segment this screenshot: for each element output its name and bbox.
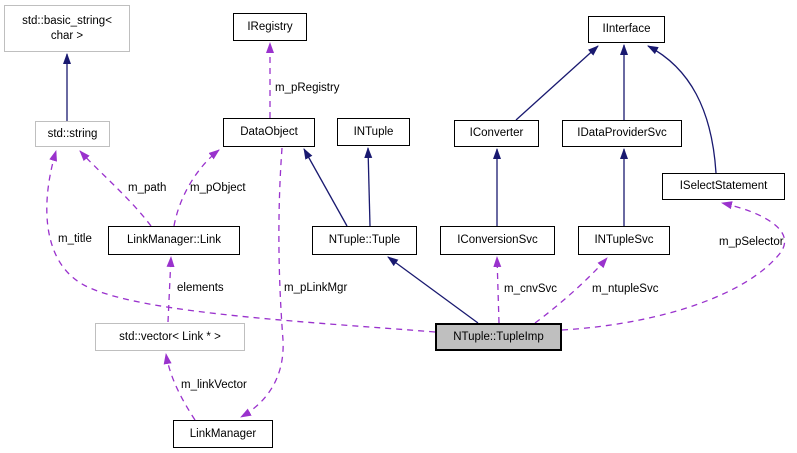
class-node-std-basic-string: std::basic_string< char > bbox=[4, 5, 130, 52]
edge-usage-linkmanager-link-to-std-string bbox=[79, 150, 152, 227]
edge-usage-dataobject-to-linkmanager bbox=[240, 147, 284, 418]
class-node-iselectstatement[interactable]: ISelectStatement bbox=[662, 173, 785, 200]
class-node-std-string: std::string bbox=[35, 121, 110, 147]
class-node-dataobject[interactable]: DataObject bbox=[223, 118, 315, 147]
class-node-iregistry[interactable]: IRegistry bbox=[233, 13, 307, 41]
edge-usage-ntuple-tupleimp-to-intuplesvc bbox=[534, 257, 608, 324]
class-node-ntuple-tupleimp: NTuple::TupleImp bbox=[435, 323, 562, 351]
edge-label-m_title: m_title bbox=[58, 233, 92, 245]
edges-group bbox=[46, 42, 786, 421]
class-node-linkmanager[interactable]: LinkManager bbox=[173, 420, 273, 448]
edge-usage-ntuple-tupleimp-to-std-string bbox=[46, 150, 436, 333]
edge-usage-ntuple-tupleimp-to-iselectstatement bbox=[561, 201, 786, 331]
edge-label-m_pRegistry: m_pRegistry bbox=[275, 82, 340, 94]
class-node-iconversionsvc[interactable]: IConversionSvc bbox=[440, 226, 555, 255]
class-node-iconverter[interactable]: IConverter bbox=[454, 120, 539, 147]
edge-inheritance-ntuple-tuple-to-dataobject bbox=[303, 148, 348, 227]
class-node-linkmanager-link[interactable]: LinkManager::Link bbox=[108, 226, 240, 255]
class-node-idataprovidersvc[interactable]: IDataProviderSvc bbox=[562, 120, 682, 147]
edge-label-elements: elements bbox=[177, 282, 224, 294]
class-node-intuple[interactable]: INTuple bbox=[337, 118, 410, 146]
edge-label-m_path: m_path bbox=[128, 182, 166, 194]
class-node-std-vector-link: std::vector< Link * > bbox=[95, 323, 245, 351]
edge-label-m_pObject: m_pObject bbox=[190, 182, 246, 194]
edge-label-m_pSelector: m_pSelector bbox=[719, 236, 784, 248]
edge-usage-linkmanager-to-std-vector-link bbox=[163, 353, 196, 421]
edge-label-m_cnvSvc: m_cnvSvc bbox=[504, 283, 557, 295]
edge-inheritance-ntuple-tupleimp-to-ntuple-tuple bbox=[387, 256, 479, 324]
edge-label-m_linkVector: m_linkVector bbox=[181, 379, 247, 391]
edge-usage-ntuple-tupleimp-to-iconversionsvc bbox=[493, 256, 502, 324]
edge-labels-group: m_pRegistry m_path m_pObject m_titleelement… bbox=[58, 82, 784, 391]
class-node-ntuple-tuple[interactable]: NTuple::Tuple bbox=[312, 226, 417, 255]
class-node-intuplesvc[interactable]: INTupleSvc bbox=[578, 226, 670, 255]
edge-label-m_ntupleSvc: m_ntupleSvc bbox=[592, 283, 659, 295]
edge-label-m_pLinkMgr: m_pLinkMgr bbox=[284, 282, 347, 294]
edge-inheritance-iconverter-to-iinterface bbox=[515, 45, 599, 121]
edge-usage-linkmanager-link-to-dataobject bbox=[173, 149, 220, 227]
edge-inheritance-iselectstatement-to-iinterface bbox=[647, 45, 717, 174]
edge-inheritance-ntuple-tuple-to-intuple bbox=[364, 147, 373, 227]
class-node-iinterface[interactable]: IInterface bbox=[588, 16, 665, 43]
